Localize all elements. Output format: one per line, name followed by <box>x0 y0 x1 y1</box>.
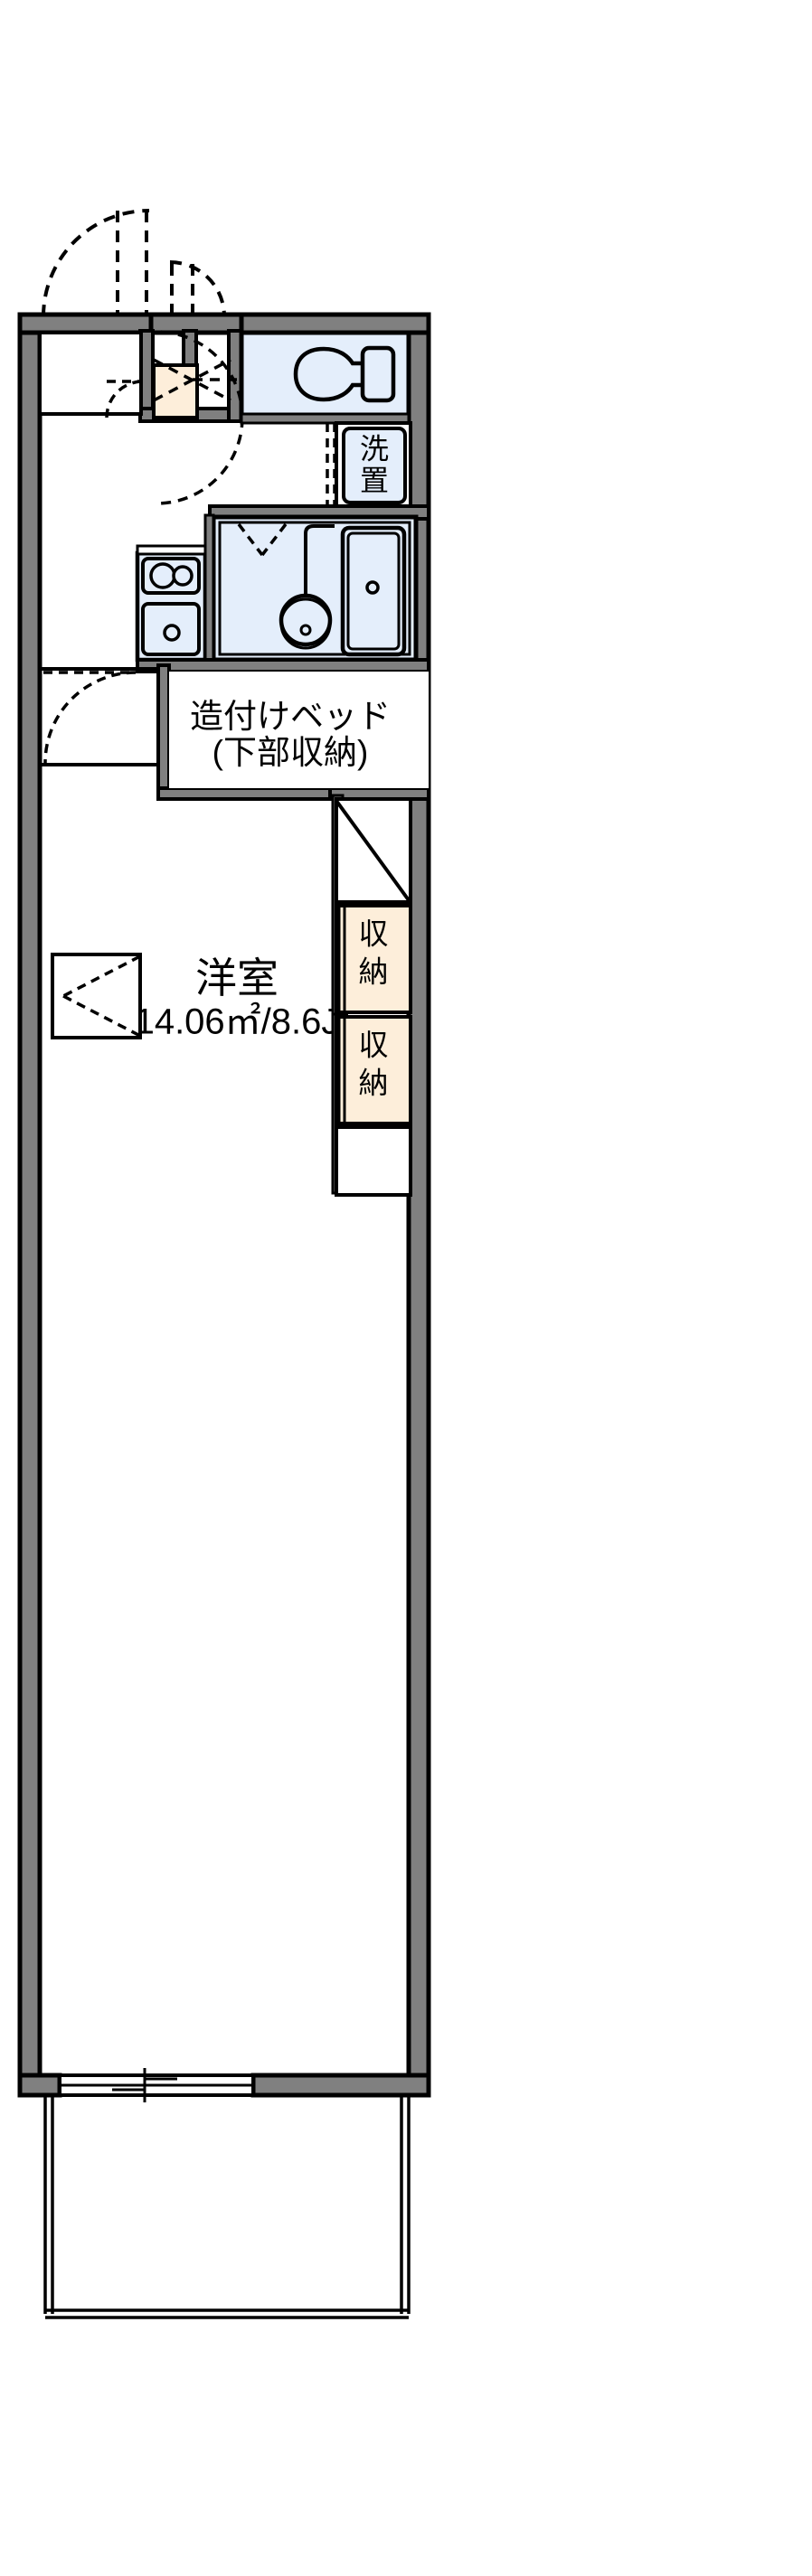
western-room-label: 洋室 <box>195 954 279 1001</box>
storage-2 <box>335 1015 412 1125</box>
storage-2-label-line2: 納 <box>359 1067 389 1100</box>
toilet-tank-icon <box>360 345 396 403</box>
exterior-door-swings <box>42 209 226 317</box>
western-room: 洋室 14.06㎡/8.6J <box>135 954 340 1041</box>
balcony <box>43 2068 411 2319</box>
built-in-bed-label-line1: 造付けベッド <box>190 698 391 735</box>
storage-group: 収 納 収 納 <box>331 794 412 1197</box>
washer-icon <box>342 427 407 504</box>
left-wall-openings <box>40 667 159 766</box>
left-window <box>51 953 142 1039</box>
interior-walls <box>136 658 430 801</box>
built-in-bed-label-line2: (下部収納) <box>212 734 369 771</box>
lower-closet-section <box>335 1125 412 1197</box>
storage-1 <box>335 904 412 1014</box>
toilet-room <box>239 330 411 425</box>
washer-space: 洗 置 <box>326 421 412 508</box>
built-in-bed: 造付けベッド (下部収納) <box>169 672 429 788</box>
washbasin-icon <box>279 593 333 647</box>
storage-2-label-line1: 収 <box>359 1029 389 1062</box>
entrance-hall <box>38 329 244 505</box>
storage-1-label-line1: 収 <box>359 917 389 951</box>
western-room-area-label: 14.06㎡/8.6J <box>135 1002 340 1042</box>
toilet-bowl-icon <box>293 346 368 402</box>
washer-label-line2: 置 <box>360 464 389 496</box>
storage-1-label-line2: 納 <box>359 955 389 989</box>
genkan-step <box>152 363 199 419</box>
kitchen <box>135 513 215 663</box>
faucet-icon <box>304 524 335 597</box>
washer-label-line1: 洗 <box>360 432 389 465</box>
unit-bath <box>208 504 430 663</box>
